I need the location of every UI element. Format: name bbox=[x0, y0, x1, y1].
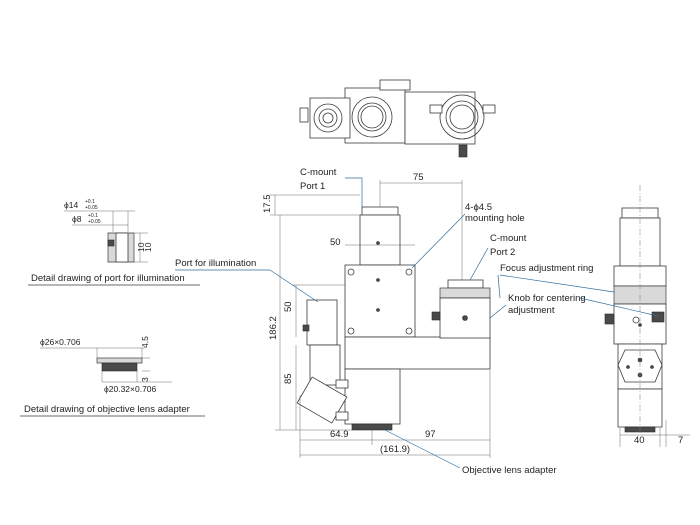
dim-64-9: 64.9 bbox=[330, 429, 349, 440]
label-cmount-port1-line2: Port 1 bbox=[300, 181, 325, 192]
label-cmount-port2-line1: C-mount bbox=[490, 233, 527, 244]
dimensions: 75 17.5 50 186.2 50 85 64.9 97 (161.9) bbox=[262, 172, 690, 458]
detail-port-caption: Detail drawing of port for illumination bbox=[31, 273, 185, 284]
dim-75: 75 bbox=[413, 172, 424, 183]
detail-port: ϕ14 +0.1 +0.05 ϕ8 +0.1 +0.05 10 10 Detai… bbox=[28, 199, 200, 286]
label-cmount-port2-line2: Port 2 bbox=[490, 247, 515, 258]
label-objective-adapter: Objective lens adapter bbox=[462, 465, 557, 476]
detail-d10a: 10 bbox=[136, 242, 146, 252]
detail-d4-5: 4.5 bbox=[140, 336, 150, 348]
detail-d10b: 10 bbox=[143, 242, 153, 252]
dim-40: 40 bbox=[634, 435, 645, 446]
front-view bbox=[296, 206, 491, 431]
detail-objective-caption: Detail drawing of objective lens adapter bbox=[24, 404, 190, 415]
dim-161-9: (161.9) bbox=[380, 444, 410, 455]
label-port-illumination: Port for illumination bbox=[175, 258, 256, 269]
side-view bbox=[604, 185, 667, 435]
dim-97: 97 bbox=[425, 429, 436, 440]
dim-17-5: 17.5 bbox=[262, 195, 273, 214]
callouts: C-mount Port 1 4-ϕ4.5 mounting hole C-mo… bbox=[175, 167, 659, 476]
label-mounting-hole-line2: mounting hole bbox=[465, 213, 525, 224]
label-mounting-hole-line1: 4-ϕ4.5 bbox=[465, 202, 492, 213]
detail-phi8-tol-lo: +0.05 bbox=[88, 219, 101, 225]
dim-85: 85 bbox=[283, 373, 294, 384]
detail-d3: 3 bbox=[140, 377, 150, 382]
detail-phi8: ϕ8 bbox=[72, 214, 82, 224]
detail-phi26: ϕ26×0.706 bbox=[40, 337, 81, 347]
dim-186-2: 186.2 bbox=[268, 316, 279, 340]
detail-phi14-tol-up: +0.1 bbox=[85, 199, 95, 205]
label-knob-centering-line2: adjustment bbox=[508, 305, 555, 316]
label-focus-ring: Focus adjustment ring bbox=[500, 263, 593, 274]
label-knob-centering-line1: Knob for centering bbox=[508, 293, 586, 304]
label-cmount-port1-line1: C-mount bbox=[300, 167, 337, 178]
detail-phi20: ϕ20.32×0.706 bbox=[104, 384, 157, 394]
detail-phi14-tol-lo: +0.05 bbox=[85, 205, 98, 211]
dim-50-h: 50 bbox=[330, 237, 341, 248]
detail-phi8-tol-up: +0.1 bbox=[88, 213, 98, 219]
dim-7: 7 bbox=[678, 435, 683, 446]
dim-50-v: 50 bbox=[283, 301, 294, 312]
top-view bbox=[299, 79, 496, 158]
detail-phi14: ϕ14 bbox=[64, 200, 78, 210]
detail-objective: ϕ26×0.706 4.5 3 ϕ20.32×0.706 Detail draw… bbox=[20, 336, 205, 417]
